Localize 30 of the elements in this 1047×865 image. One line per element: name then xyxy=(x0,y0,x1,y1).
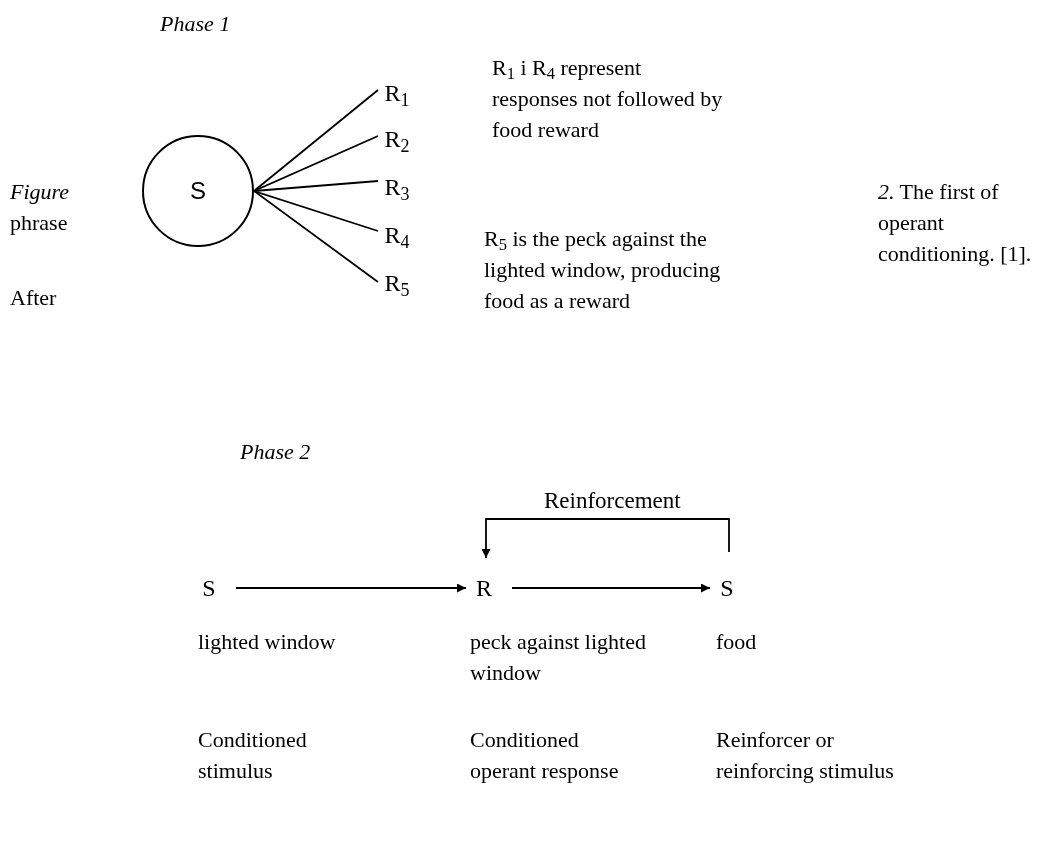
text-label: Conditioned operant response xyxy=(470,726,620,785)
text-label: Conditioned stimulus xyxy=(198,726,308,785)
node-label: S xyxy=(714,572,740,604)
arrow xyxy=(511,583,711,593)
node-label: S xyxy=(196,572,222,604)
connector-line xyxy=(253,190,379,283)
text-label: Phase 1 xyxy=(160,10,232,38)
text-label: Reinforcer or reinforcing stimulus xyxy=(716,726,895,785)
node-label: R$_{1}$ xyxy=(380,76,414,110)
text-label: R$_{5}$ is the peck against the lighted window, producing food as a reward xyxy=(484,225,722,315)
text-label: R$_{1}$ i R$_{4}$ represent responses not followed by food reward xyxy=(492,54,724,144)
node-label: R$_{5}$ xyxy=(380,266,414,300)
node-label: R xyxy=(470,572,498,604)
text-label: phrase xyxy=(10,209,69,237)
text-label: Figure xyxy=(10,178,71,206)
text-label: 2. The first of operant conditioning. [1]. xyxy=(878,178,1033,268)
node-label: R$_{2}$ xyxy=(380,122,414,156)
node-label: R$_{4}$ xyxy=(380,218,414,252)
connector-line xyxy=(253,89,379,192)
node-label: R$_{3}$ xyxy=(380,170,414,204)
connector-line xyxy=(253,190,379,232)
text-label: peck against lighted window xyxy=(470,628,647,687)
text-label: Phase 2 xyxy=(240,438,312,466)
arrow xyxy=(481,518,730,559)
arrow xyxy=(235,583,467,593)
text-label: lighted window xyxy=(198,628,337,656)
connector-line xyxy=(253,135,379,192)
connector-line xyxy=(253,180,379,192)
text-label: After xyxy=(10,284,58,312)
text-label: food xyxy=(716,628,758,656)
